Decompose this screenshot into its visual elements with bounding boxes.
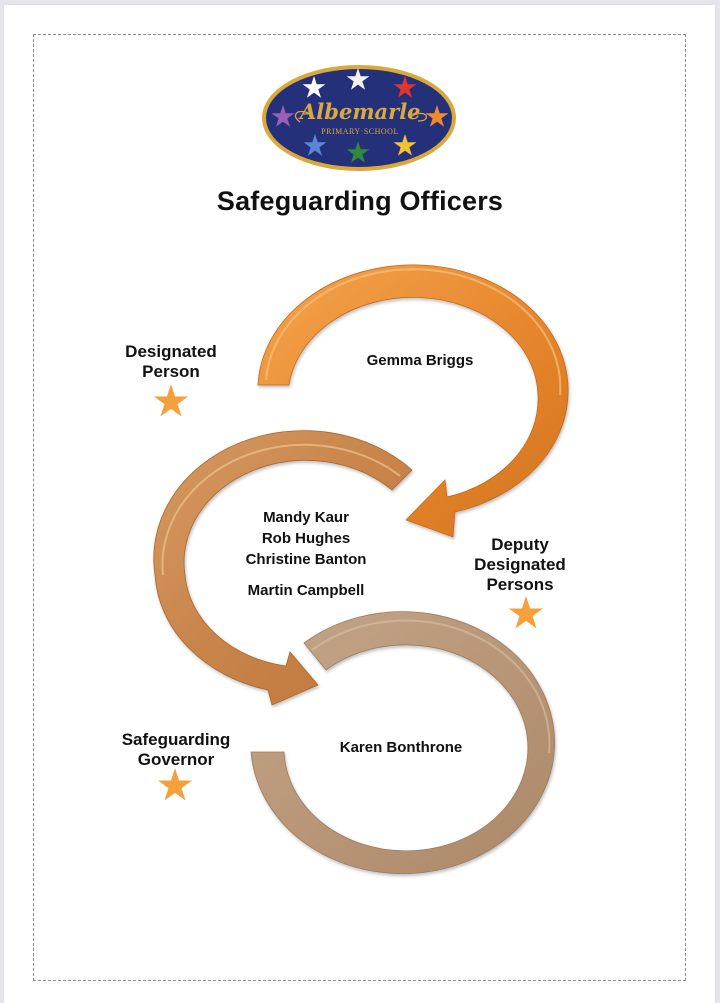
document-page	[4, 5, 715, 1003]
name-designated-person: Gemma Briggs	[330, 350, 510, 371]
role-designated-person: Designated Person	[106, 342, 236, 382]
role-line: Persons	[486, 575, 554, 594]
person-name: Rob Hughes	[261, 530, 351, 547]
school-logo	[262, 65, 456, 171]
person-name: Martin Campbell	[247, 582, 365, 599]
role-line: Deputy	[491, 535, 549, 554]
role-safeguarding-governor: Safeguarding Governor	[106, 730, 246, 770]
role-deputy-designated-persons: Deputy Designated Persons	[455, 535, 585, 595]
names-deputy-designated: Mandy Kaur Rob Hughes Christine Banton M…	[216, 507, 396, 601]
role-line: Designated	[474, 555, 566, 574]
logo-school-name: Albemarle	[300, 99, 421, 124]
page-border	[33, 34, 686, 981]
role-line: Designated	[125, 342, 217, 361]
designated-person-star-icon	[153, 384, 189, 417]
person-name: Gemma Briggs	[366, 352, 474, 369]
safeguarding-governor-star-icon	[157, 768, 193, 801]
name-safeguarding-governor: Karen Bonthrone	[311, 737, 491, 758]
logo-school-subtitle: PRIMARY·SCHOOL	[321, 127, 399, 136]
person-name: Mandy Kaur	[263, 509, 349, 526]
role-line: Person	[142, 362, 200, 381]
role-line: Safeguarding	[121, 730, 231, 749]
arrow-safeguarding-governor	[250, 611, 556, 875]
person-name: Christine Banton	[245, 551, 367, 568]
person-name: Karen Bonthrone	[339, 739, 463, 756]
role-line: Governor	[137, 750, 215, 769]
page-title: Safeguarding Officers	[216, 186, 504, 216]
arrow-designated-person	[257, 264, 569, 538]
deputy-designated-star-icon	[508, 596, 544, 629]
arrow-deputy-designated	[153, 430, 413, 706]
